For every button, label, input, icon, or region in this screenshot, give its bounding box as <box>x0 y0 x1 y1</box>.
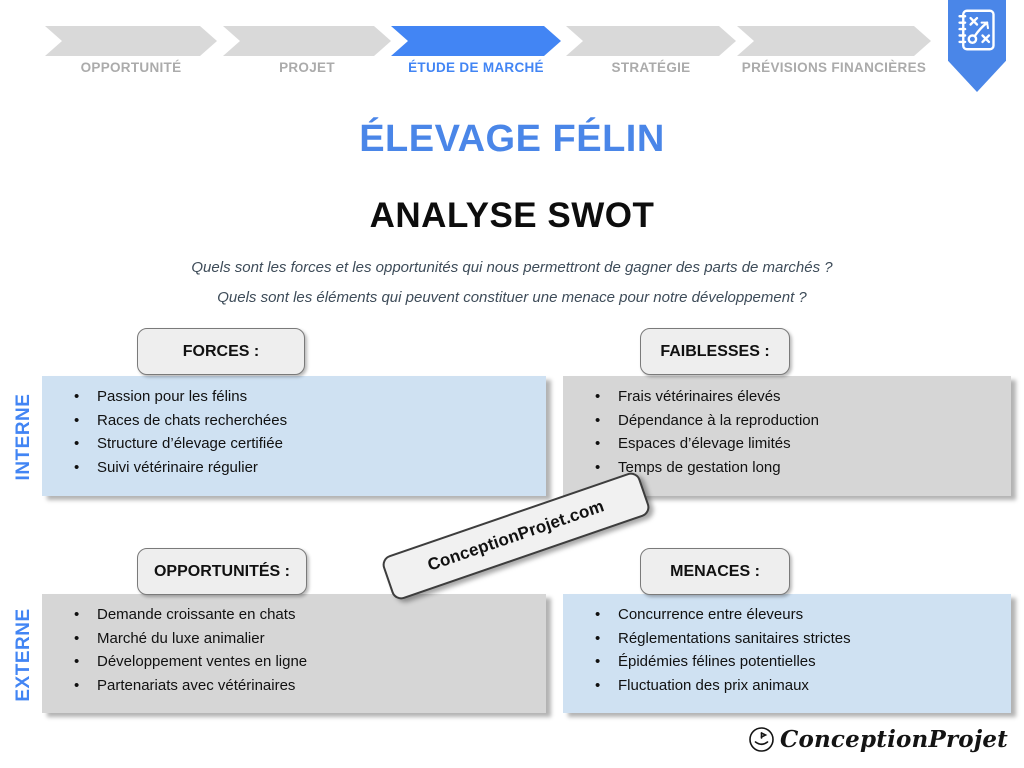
nav-step-previsions-financieres[interactable]: PRÉVISIONS FINANCIÈRES <box>737 26 931 78</box>
nav-step-label: OPPORTUNITÉ <box>80 60 182 75</box>
list-item: Passion pour les félins <box>74 385 546 409</box>
opportunites-header: OPPORTUNITÉS : <box>137 548 307 595</box>
page-subtitle: ANALYSE SWOT <box>369 196 655 235</box>
intro-question-1: Quels sont les forces et les opportunité… <box>191 259 833 276</box>
chevron-shape <box>45 26 217 56</box>
menaces-list: Concurrence entre éleveurs Réglementatio… <box>563 594 1011 697</box>
row-label-externe: EXTERNE <box>13 608 34 702</box>
list-item: Partenariats avec vétérinaires <box>74 674 546 698</box>
nav-step-label: PROJET <box>279 60 335 75</box>
menaces-header-label: MENACES : <box>670 562 760 580</box>
faiblesses-header-label: FAIBLESSES : <box>660 342 770 360</box>
list-item: Réglementations sanitaires strictes <box>595 627 1011 651</box>
nav-step-label: PRÉVISIONS FINANCIÈRES <box>741 60 927 75</box>
menaces-header: MENACES : <box>640 548 790 595</box>
opportunites-header-label: OPPORTUNITÉS : <box>153 562 290 580</box>
list-item: Demande croissante en chats <box>74 603 546 627</box>
hand-logo-icon <box>749 727 774 752</box>
strategy-playbook-icon <box>958 9 995 51</box>
brand-name: ConceptionProjet <box>779 726 1008 753</box>
forces-header-label: FORCES : <box>182 342 260 360</box>
opportunites-list: Demande croissante en chats Marché du lu… <box>42 594 546 697</box>
nav-step-opportunite[interactable]: OPPORTUNITÉ <box>45 26 217 78</box>
nav-step-label: ÉTUDE DE MARCHÉ <box>408 60 544 75</box>
faiblesses-header: FAIBLESSES : <box>640 328 790 375</box>
menaces-box: Concurrence entre éleveurs Réglementatio… <box>563 594 1011 713</box>
list-item: Temps de gestation long <box>595 456 1011 480</box>
chevron-shape <box>566 26 736 56</box>
page-title: ÉLEVAGE FÉLIN <box>359 118 665 160</box>
ribbon-bookmark <box>948 0 1006 92</box>
chevron-shape <box>737 26 931 56</box>
intro-question-2: Quels sont les éléments qui peuvent cons… <box>217 289 807 306</box>
faiblesses-list: Frais vétérinaires élevés Dépendance à l… <box>563 376 1011 479</box>
list-item: Espaces d’élevage limités <box>595 432 1011 456</box>
opportunites-box: Demande croissante en chats Marché du lu… <box>42 594 546 713</box>
list-item: Races de chats recherchées <box>74 409 546 433</box>
nav-step-label: STRATÉGIE <box>611 60 691 75</box>
nav-step-projet[interactable]: PROJET <box>223 26 391 78</box>
row-label-interne: INTERNE <box>13 393 34 481</box>
list-item: Fluctuation des prix animaux <box>595 674 1011 698</box>
list-item: Frais vétérinaires élevés <box>595 385 1011 409</box>
nav-step-etude-de-marche[interactable]: ÉTUDE DE MARCHÉ <box>391 26 561 78</box>
list-item: Marché du luxe animalier <box>74 627 546 651</box>
chevron-shape <box>223 26 391 56</box>
forces-box: Passion pour les félins Races de chats r… <box>42 376 546 496</box>
list-item: Épidémies félines potentielles <box>595 650 1011 674</box>
chevron-shape <box>391 26 561 56</box>
nav-step-strategie[interactable]: STRATÉGIE <box>566 26 736 78</box>
list-item: Dépendance à la reproduction <box>595 409 1011 433</box>
list-item: Suivi vétérinaire régulier <box>74 456 546 480</box>
list-item: Structure d’élevage certifiée <box>74 432 546 456</box>
list-item: Concurrence entre éleveurs <box>595 603 1011 627</box>
forces-list: Passion pour les félins Races de chats r… <box>42 376 546 479</box>
brand-logo: ConceptionProjet <box>748 726 1008 753</box>
list-item: Développement ventes en ligne <box>74 650 546 674</box>
forces-header: FORCES : <box>137 328 305 375</box>
